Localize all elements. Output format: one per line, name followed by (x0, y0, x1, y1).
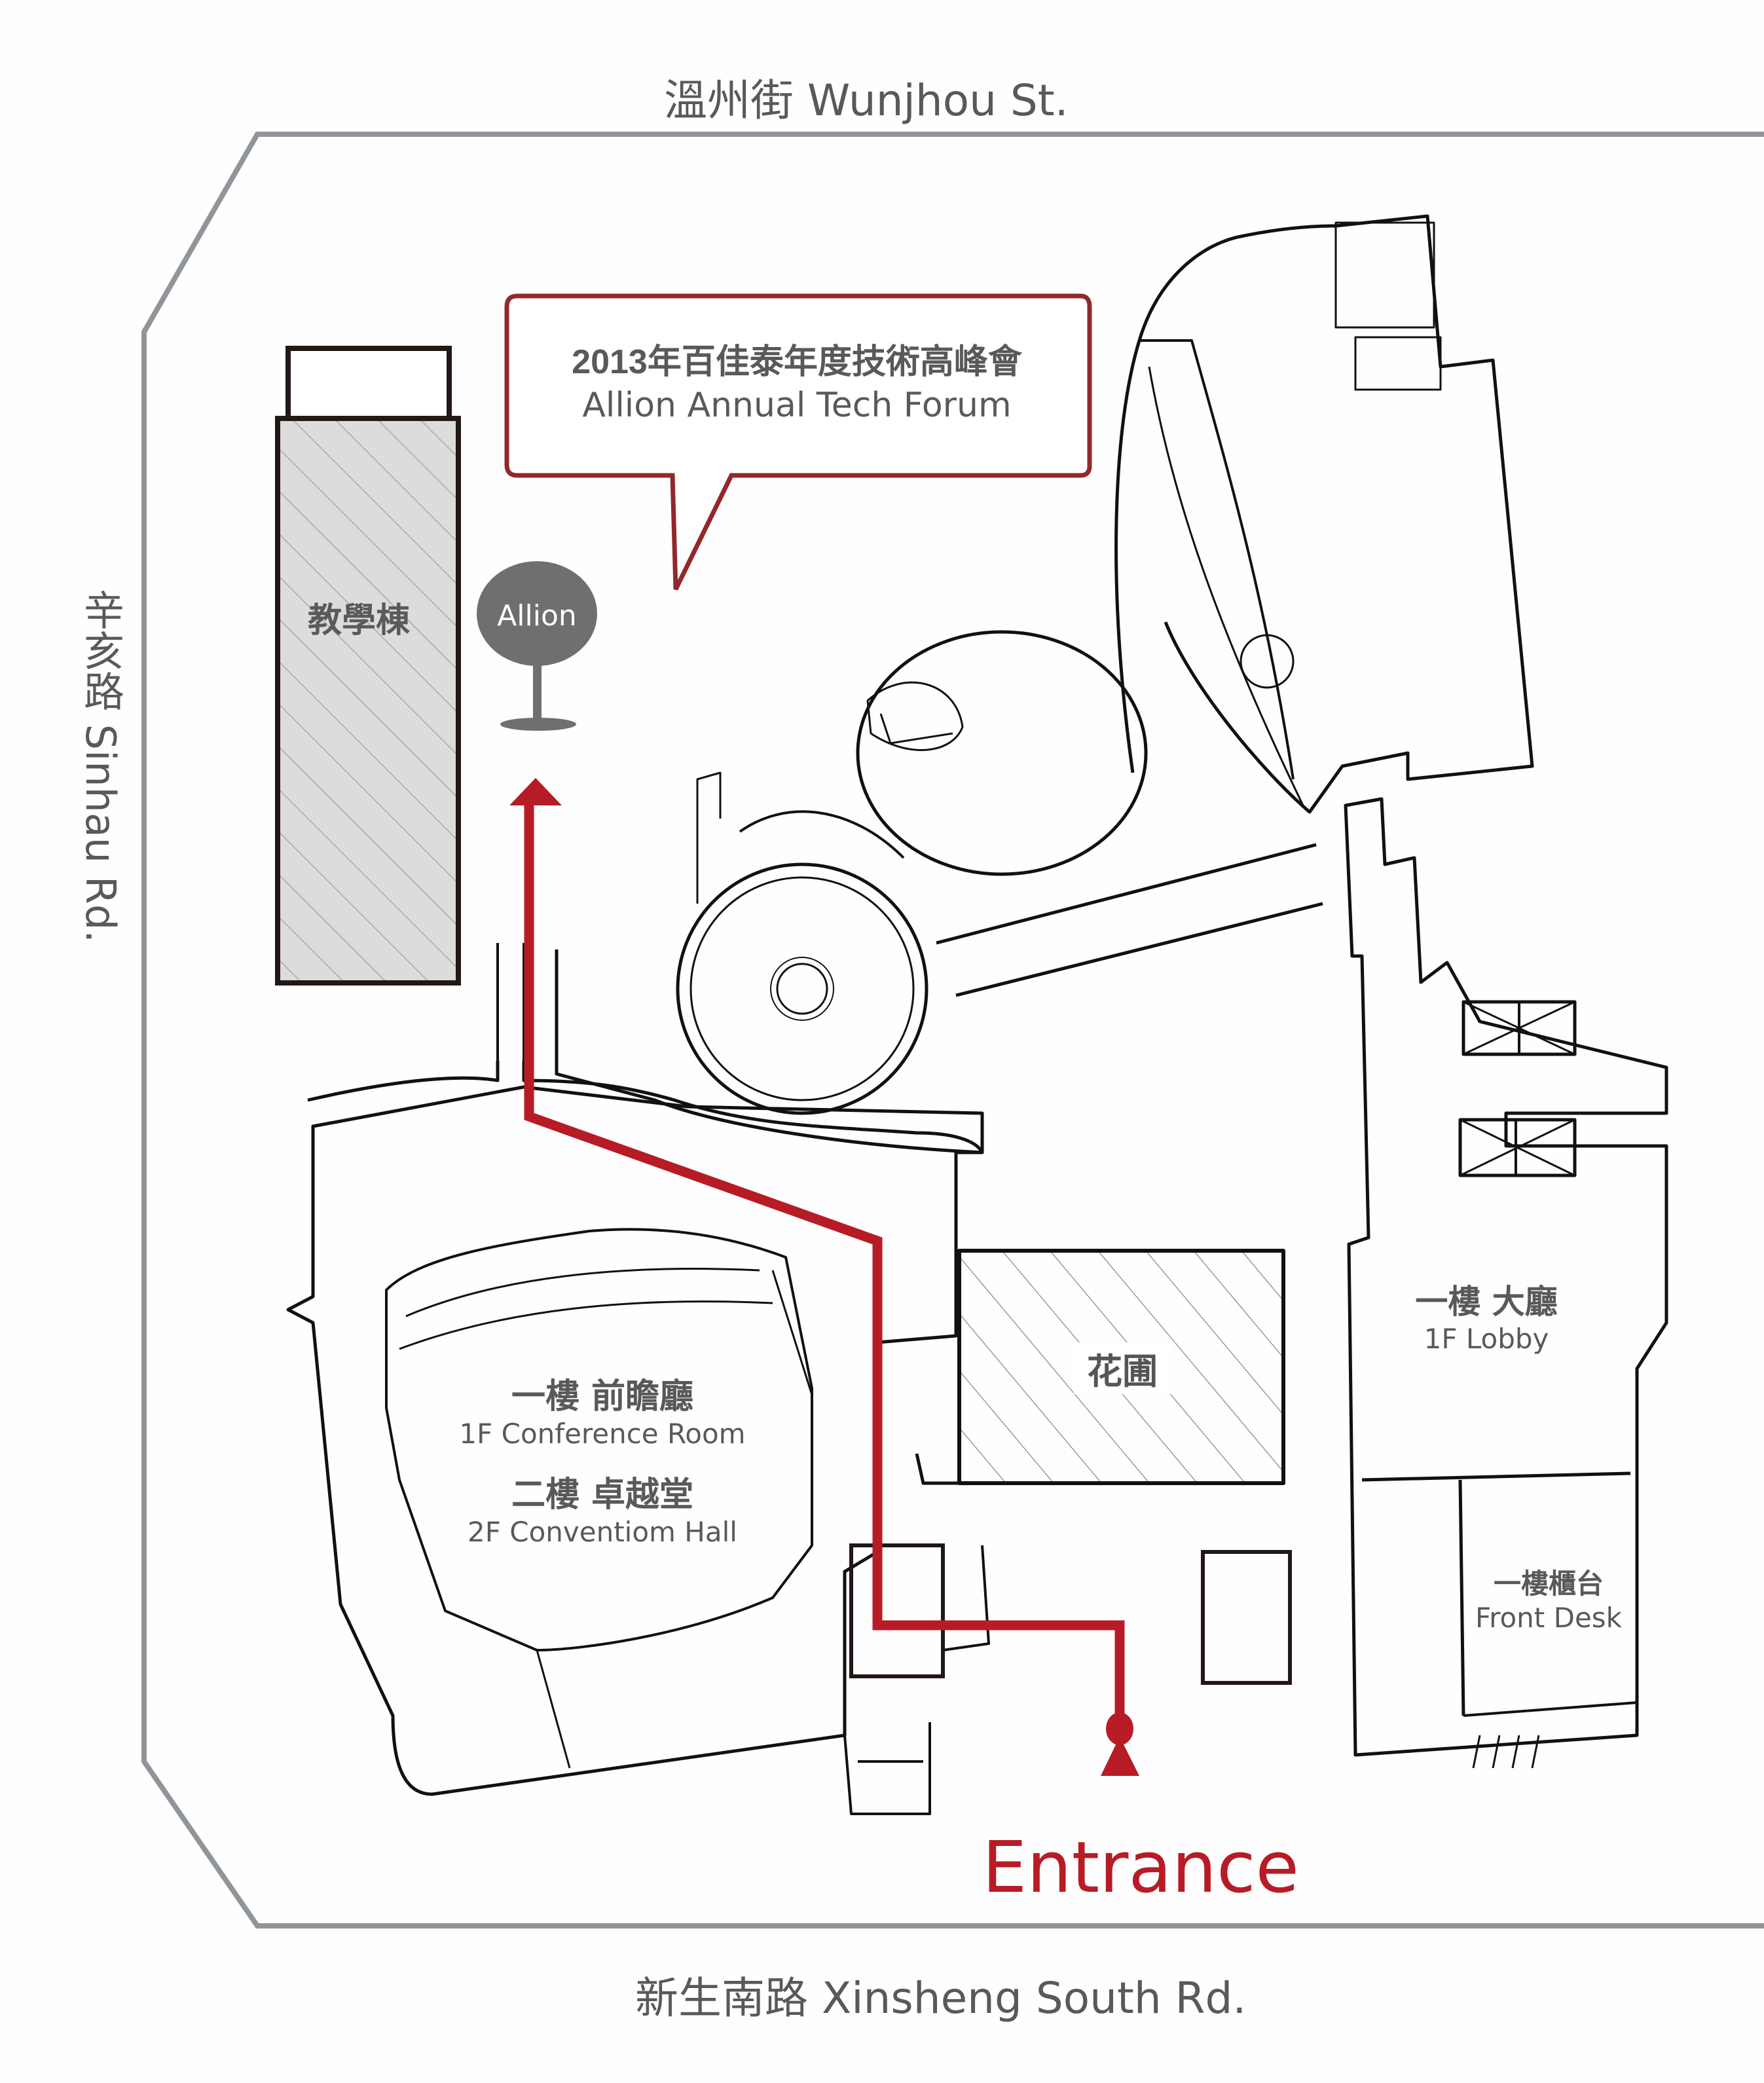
lobby-zh: 一樓 大廳 (1415, 1283, 1558, 1321)
auditorium-building (286, 1085, 984, 1796)
convention-2f-en: 2F Conventiom Hall (468, 1516, 737, 1548)
front-desk-label: 一樓櫃台 Front Desk (1460, 1562, 1637, 1634)
event-callout: 2013年百佳泰年度技術高峰會 Allion Annual Tech Forum (507, 288, 1087, 425)
event-title: 2013年百佳泰年度技術高峰會 (572, 343, 1022, 381)
north-wing (1114, 214, 1534, 814)
garden-label: 花圃 (1074, 1342, 1171, 1394)
convention-2f-zh: 二樓 卓越堂 (511, 1475, 694, 1515)
teaching-building-label: 教學棟 (308, 601, 411, 640)
front-desk-en: Front Desk (1475, 1602, 1622, 1634)
highlight-box-west (849, 1543, 945, 1678)
route-path (509, 778, 1139, 1776)
lobby-en: 1F Lobby (1424, 1323, 1549, 1355)
road-label-north: 溫州街 Wunjhou St. (664, 75, 1069, 126)
front-desk-zh: 一樓櫃台 (1493, 1568, 1604, 1600)
route-start-dot (1106, 1712, 1133, 1745)
allion-location-pin[interactable] (477, 561, 597, 731)
highlight-box-east (1201, 1550, 1292, 1685)
road-label-south: 新生南路 Xinsheng South Rd. (635, 1973, 1247, 2023)
round-hall (856, 630, 1148, 876)
road-boundary (141, 132, 1764, 1928)
conference-1f-en: 1F Conference Room (459, 1418, 746, 1450)
entrance-label: Entrance (982, 1827, 1299, 1909)
lobby-label: 一樓 大廳 1F Lobby (1375, 1276, 1598, 1355)
conference-1f-zh: 一樓 前瞻廳 (511, 1377, 694, 1416)
amphitheatre (676, 862, 928, 1115)
teaching-building-annex (285, 346, 452, 421)
road-label-west: 辛亥路 Sinhau Rd. (77, 589, 124, 944)
lobby-building (1344, 797, 1668, 1757)
allion-pin-label: Allion (497, 599, 577, 633)
event-subtitle: Allion Annual Tech Forum (582, 386, 1012, 425)
route-arrowhead-icon (509, 778, 562, 805)
entrance-triangle-icon (1101, 1737, 1139, 1776)
conference-room-label: 一樓 前瞻廳 1F Conference Room 二樓 卓越堂 2F Conv… (432, 1369, 773, 1565)
callout-bubble (504, 293, 1092, 591)
